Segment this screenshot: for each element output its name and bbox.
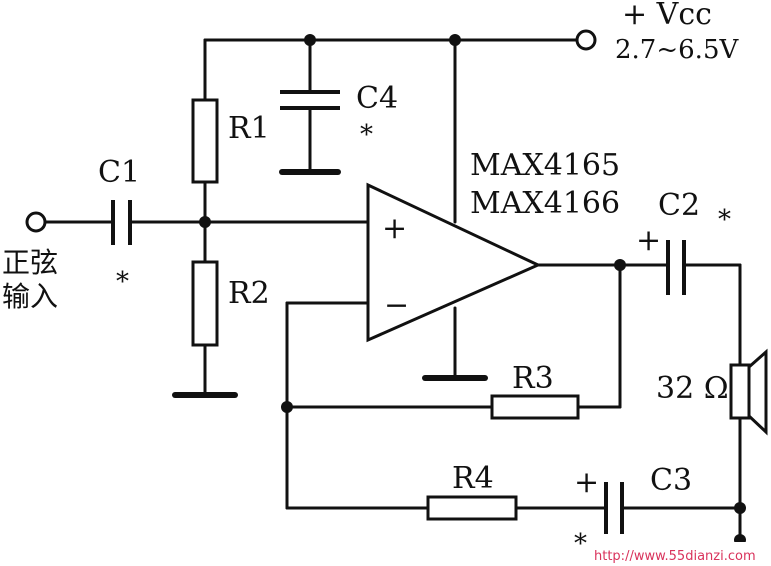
c2-polarity: + [636,223,661,258]
vcc-terminal [575,29,597,51]
resistor-r2 [191,260,219,347]
watermark-text: http://www.55dianzi.com [594,549,756,564]
resistor-r3 [490,394,580,420]
vcc-range-label: 2.7~6.5V [615,35,739,65]
watermark-background [592,542,771,566]
c1-star: * [116,267,129,297]
junctions [199,34,746,546]
r4-label: R4 [452,461,494,496]
r2-label: R2 [228,276,270,311]
resistor-r4 [426,495,518,521]
ic-name-line2: MAX4166 [470,186,620,221]
opamp-minus-sign: − [384,288,409,323]
capacitor-c4 [280,90,340,110]
c3-label: C3 [650,463,692,498]
capacitor-c2 [666,240,686,295]
speaker-label: 32 Ω [656,371,729,406]
c3-star: * [574,529,587,559]
wires [43,38,742,542]
ic-name-line1: MAX4165 [470,148,620,183]
opamp-triangle [366,182,542,343]
input-label-line1: 正弦 [2,246,58,279]
speaker-icon [729,348,768,436]
r3-label: R3 [512,361,554,396]
resistor-r1 [191,98,219,184]
r1-label: R1 [228,111,270,146]
capacitor-c1 [111,200,132,245]
c4-star: * [360,120,373,150]
c3-polarity: + [574,465,599,500]
c4-label: C4 [356,81,398,116]
opamp-plus-sign: + [382,211,407,246]
c2-star: * [718,205,731,235]
input-terminal [25,211,47,233]
input-label-line2: 输入 [2,280,58,313]
c2-label: C2 [658,188,700,223]
vcc-label: + Vcc [622,0,712,32]
c1-label: C1 [98,155,140,190]
capacitor-c3 [604,482,624,534]
